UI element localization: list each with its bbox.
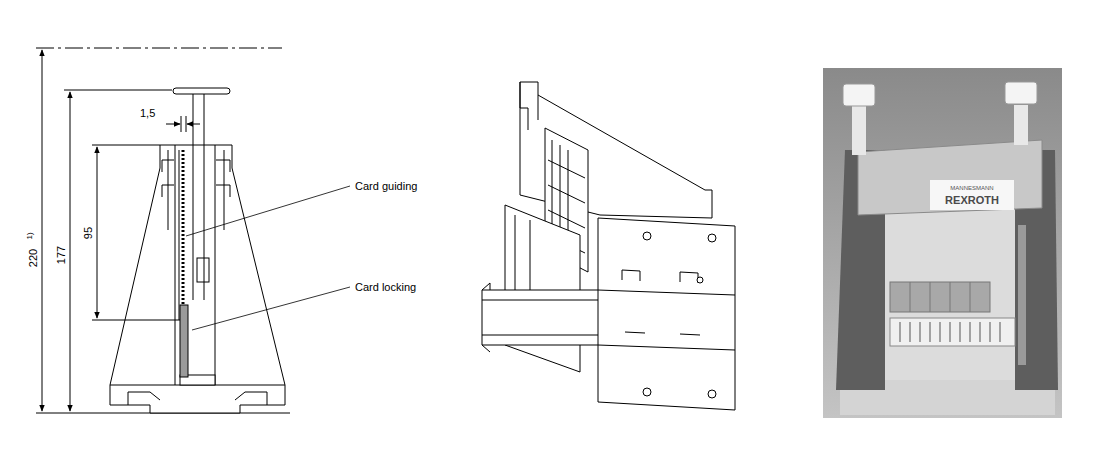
product-photo: [823, 68, 1062, 418]
handle: [1005, 82, 1037, 104]
part-label: Card guiding: [355, 181, 417, 192]
footnote-mark: 1): [26, 232, 34, 239]
dimension-line: [42, 50, 43, 411]
brand-label: [930, 180, 1014, 210]
extension-line: [181, 116, 182, 132]
photo-ground: [823, 68, 1062, 418]
dimension-line: [97, 147, 98, 318]
housing-inner: [175, 145, 176, 385]
isometric-view: [482, 82, 735, 410]
housing-notch: [162, 160, 230, 197]
handle-stem: [1014, 105, 1028, 145]
extension-line: [186, 116, 187, 132]
dimension-value: 95: [83, 227, 94, 239]
housing-inner: [224, 150, 225, 230]
mounting-hole: [643, 232, 651, 240]
extension-line: [36, 48, 282, 49]
housing-inner: [168, 150, 169, 230]
card-guide: [182, 150, 185, 320]
housing-inner: [215, 145, 216, 385]
isometric-view: [482, 283, 490, 352]
extension-line: [92, 320, 180, 321]
lower-body: [505, 205, 580, 372]
dimension-line: [70, 92, 71, 411]
leader-line: [186, 186, 350, 236]
handle-stem: [193, 94, 194, 300]
relay-row: [890, 282, 990, 312]
card-guide: [1018, 225, 1026, 365]
front-view: [179, 150, 180, 320]
housing-foot: [128, 392, 267, 405]
din-rail: [482, 290, 600, 345]
mounting-hole: [697, 277, 703, 283]
handle: [173, 88, 230, 94]
handle-stem: [852, 105, 866, 155]
leader-line: [192, 287, 350, 330]
mounting-hole: [708, 234, 716, 242]
plate-tab: [622, 270, 700, 335]
housing-inner: [197, 258, 209, 282]
dimension-line: [166, 124, 180, 125]
front-view: [36, 48, 350, 413]
mounting-hole: [708, 390, 716, 398]
brand-text: MANNESMANN: [950, 185, 993, 191]
housing-outline: [110, 145, 285, 385]
front-plate: [598, 218, 735, 410]
isometric-view: [598, 290, 735, 350]
isometric-view: [520, 82, 538, 130]
terminal-strip: [890, 318, 1015, 346]
isometric-view: [482, 300, 600, 335]
dimension-value: 220: [28, 249, 39, 267]
terminal-strip: [900, 322, 1000, 342]
extension-line: [64, 90, 172, 91]
handle-stem: [204, 94, 205, 300]
extension-line: [92, 145, 160, 146]
mounting-hole: [643, 388, 651, 396]
dimension-value: 1,5: [140, 108, 155, 119]
card-lock: [180, 305, 188, 377]
holder-top-bar: [858, 140, 1042, 215]
dimension-value: 177: [56, 246, 67, 264]
part-label: Card locking: [355, 282, 416, 293]
relay-row: [910, 282, 970, 312]
holder-back: [885, 200, 1015, 380]
brand-text: REXROTH: [945, 195, 999, 206]
housing-base: [110, 385, 285, 413]
handle: [843, 84, 875, 106]
